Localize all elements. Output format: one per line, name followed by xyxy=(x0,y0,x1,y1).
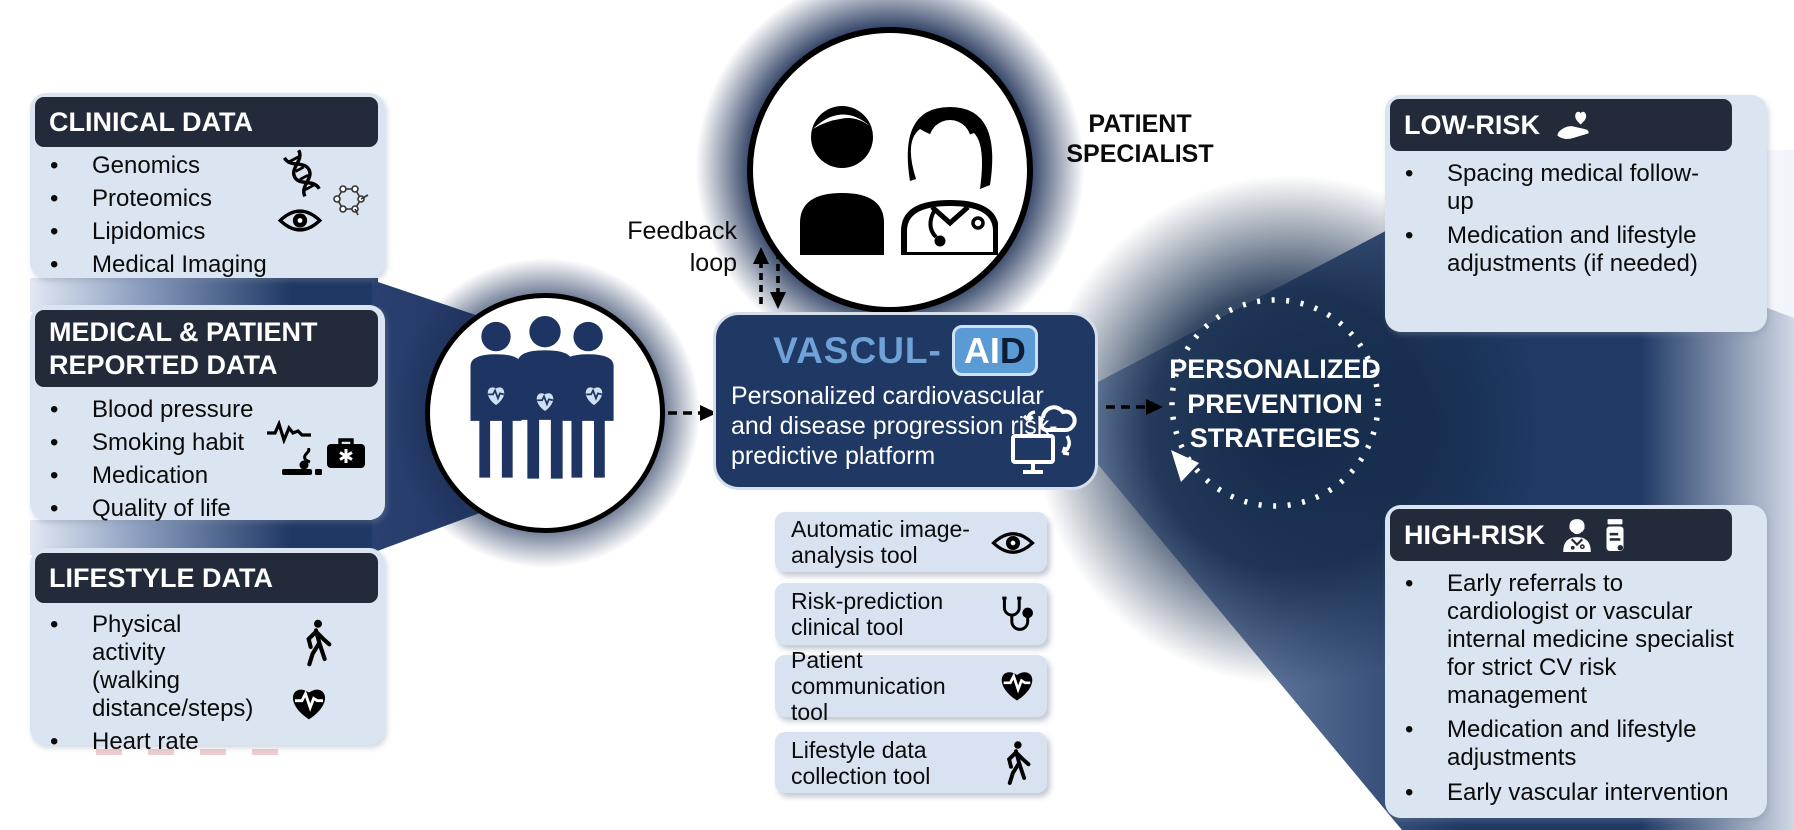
heart-rate-icon xyxy=(288,684,330,727)
tool-risk-prediction: Risk-prediction clinical tool xyxy=(775,583,1047,645)
clinical-data-title: CLINICAL DATA xyxy=(49,106,253,137)
tool-lifestyle-collection: Lifestyle data collection tool xyxy=(775,732,1047,793)
list-item: Smoking habit xyxy=(40,429,280,457)
smoking-icon xyxy=(280,446,324,483)
medical-data-header: MEDICAL & PATIENT REPORTED DATA xyxy=(35,310,378,387)
personalized-prevention-strategies-label: PERSONALIZED PREVENTION STRATEGIES xyxy=(1169,354,1381,454)
high-risk-title: HIGH-RISK xyxy=(1404,519,1545,550)
list-item: Heart rate xyxy=(40,728,245,756)
lifestyle-data-list: Physical activity (walking distance/step… xyxy=(40,611,253,761)
eye-icon xyxy=(277,207,323,239)
pulse-icon xyxy=(266,419,312,449)
heart-rate-icon xyxy=(997,667,1037,708)
walking-icon xyxy=(1001,740,1031,791)
first-aid-kit-icon xyxy=(326,436,366,475)
cycle-arrowhead-icon xyxy=(1171,450,1199,482)
pill-bottle-icon xyxy=(1603,518,1627,552)
feedback-loop-label: Feedback loop xyxy=(627,217,737,277)
list-item: Medication xyxy=(40,462,280,490)
high-risk-list: Early referrals to cardiologist or vascu… xyxy=(1395,570,1735,813)
list-item: Lipidomics xyxy=(40,218,280,246)
aid-badge: AID xyxy=(951,325,1038,376)
tool-label: Lifestyle data collection tool xyxy=(791,736,931,789)
patient-specialist-circle xyxy=(747,27,1033,313)
platform-description: Personalized cardiovascular and disease … xyxy=(731,382,1058,470)
cropped-text-artifact xyxy=(96,749,296,755)
tool-label: Risk-prediction clinical tool xyxy=(791,588,944,640)
strategies-dotted-ring xyxy=(1169,297,1381,509)
high-risk-header: HIGH-RISK xyxy=(1390,509,1732,561)
walking-icon xyxy=(300,618,332,673)
patients-circle xyxy=(425,293,665,533)
list-item: Medication and lifestyle adjustments xyxy=(1395,716,1735,772)
lifestyle-data-header: LIFESTYLE DATA xyxy=(35,553,378,603)
tool-automatic-image-analysis: Automatic image-analysis tool xyxy=(775,512,1047,572)
list-item: Early referrals to cardiologist or vascu… xyxy=(1395,570,1735,710)
list-item: Quality of life xyxy=(40,495,280,523)
vascul-aid-platform-box: VASCUL- AID Personalized cardiovascular … xyxy=(713,312,1098,490)
list-item: Genomics xyxy=(40,152,280,180)
cloud-computing-icon xyxy=(1005,388,1091,485)
low-risk-title: LOW-RISK xyxy=(1404,109,1540,140)
list-item: Spacing medical follow-up xyxy=(1395,160,1725,216)
clinical-data-list: Genomics Proteomics Lipidomics Medical I… xyxy=(40,152,280,284)
list-item: Proteomics xyxy=(40,185,280,213)
tool-label: Patient communication tool xyxy=(791,647,946,725)
molecule-icon xyxy=(330,180,370,221)
eye-icon xyxy=(991,530,1035,561)
stethoscope-icon xyxy=(997,594,1033,639)
clinical-data-header: CLINICAL DATA xyxy=(35,97,378,147)
list-item: Physical activity (walking distance/step… xyxy=(40,611,253,723)
brand-prefix: VASCUL- xyxy=(773,329,942,371)
hand-heart-icon xyxy=(1554,110,1594,140)
list-item: Medication and lifestyle adjustments (if… xyxy=(1395,222,1725,278)
list-item: Blood pressure xyxy=(40,396,280,424)
vascul-aid-brand: VASCUL- AID xyxy=(716,325,1095,376)
patient-specialist-label: PATIENT SPECIALIST xyxy=(1066,110,1214,168)
doctor-icon xyxy=(1561,518,1593,552)
tool-label: Automatic image-analysis tool xyxy=(791,516,970,568)
tool-patient-communication: Patient communication tool xyxy=(775,647,1047,725)
low-risk-list: Spacing medical follow-up Medication and… xyxy=(1395,160,1725,284)
medical-data-title: MEDICAL & PATIENT REPORTED DATA xyxy=(49,317,318,380)
low-risk-header: LOW-RISK xyxy=(1390,99,1732,151)
list-item: Early vascular intervention xyxy=(1395,779,1735,807)
dna-icon xyxy=(276,145,330,206)
patients-group-icon xyxy=(470,315,614,479)
list-item: Medical Imaging xyxy=(40,251,280,279)
medical-data-list: Blood pressure Smoking habit Medication … xyxy=(40,396,280,528)
lifestyle-data-title: LIFESTYLE DATA xyxy=(49,562,273,593)
patient-and-specialist-icon xyxy=(800,106,998,255)
